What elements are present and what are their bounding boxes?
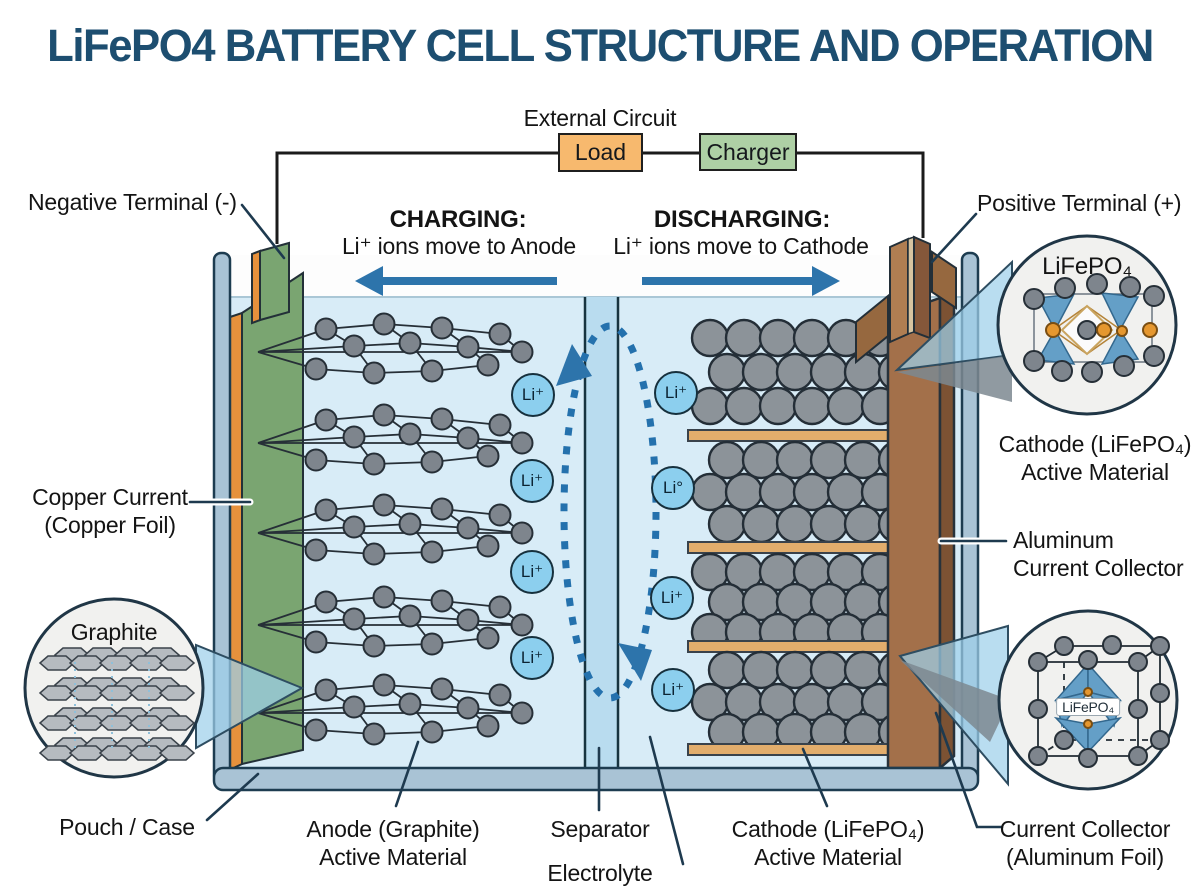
positive-terminal-label: Positive Terminal (+) xyxy=(977,190,1182,216)
li-ion: Li° xyxy=(651,466,695,510)
electrolyte-pointer xyxy=(648,735,685,866)
discharging-arrow xyxy=(642,266,840,296)
external-circuit-label: External Circuit xyxy=(523,105,677,131)
charging-arrow xyxy=(355,266,557,296)
li-ion: Li⁺ xyxy=(510,636,554,680)
charging-text: Li⁺ ions move to Anode xyxy=(341,233,577,259)
cathode-bar xyxy=(687,541,893,554)
negative-terminal-pointer xyxy=(240,203,286,260)
li-ion: Li⁺ xyxy=(510,459,554,503)
pouch-case-pointer xyxy=(205,772,260,822)
li-ion: Li⁺ xyxy=(510,550,554,594)
aluminum-right-label: Aluminum Current Collector xyxy=(1013,527,1184,582)
copper-current-label: Copper Current (Copper Foil) xyxy=(32,484,188,539)
negative-terminal-label: Negative Terminal (-) xyxy=(28,189,237,215)
li-ion: Li⁺ xyxy=(654,371,698,415)
anode-assembly xyxy=(226,271,534,773)
charger-box: Charger xyxy=(699,133,797,171)
circuit-wire xyxy=(275,151,925,244)
cathode-right-label: Cathode (LiFePO₄) Active Material xyxy=(998,431,1192,486)
discharging-heading: DISCHARGING: xyxy=(653,206,831,233)
cathode-bar xyxy=(687,743,893,756)
charging-heading: CHARGING: xyxy=(389,206,527,233)
lifepo4-bottom-inset-title: LiFePO₄ xyxy=(1056,690,1120,718)
lifepo4-crystal-inset-top xyxy=(996,234,1178,416)
pouch-case-label: Pouch / Case xyxy=(59,814,195,840)
anode-label: Anode (Graphite) Active Material xyxy=(306,816,480,871)
lifepo4-top-inset-title: LiFePO₄ xyxy=(1042,253,1132,280)
cathode-bar xyxy=(687,640,893,653)
positive-terminal-pointer xyxy=(930,212,978,264)
li-ion: Li⁺ xyxy=(651,668,695,712)
li-ion: Li⁺ xyxy=(650,576,694,620)
positive-terminal-tab xyxy=(855,235,957,365)
electrolyte-label: Electrolyte xyxy=(547,860,653,886)
ion-flow-arrowhead-down xyxy=(618,643,652,681)
li-ion: Li⁺ xyxy=(511,373,555,417)
cathode-bottom-label: Cathode (LiFePO₄) Active Material xyxy=(731,816,925,871)
page-title: LiFePO4 BATTERY CELL STRUCTURE AND OPERA… xyxy=(47,20,1154,71)
current-collector-pointer xyxy=(934,711,1004,829)
cathode-bottom-pointer xyxy=(801,747,829,808)
graphite-inset xyxy=(23,597,205,779)
cathode-bar xyxy=(687,429,893,442)
current-collector-bottom-label: Current Collector (Aluminum Foil) xyxy=(999,816,1171,871)
graphite-inset-title: Graphite xyxy=(70,619,158,645)
discharging-text: Li⁺ ions move to Cathode xyxy=(613,233,869,259)
negative-terminal-tab xyxy=(251,241,290,325)
pointer-lines xyxy=(186,203,1010,866)
anode-pointer xyxy=(394,740,420,808)
load-box: Load xyxy=(558,133,643,172)
ion-flow-arrowhead-up xyxy=(556,344,592,386)
case-bottom xyxy=(212,766,980,792)
separator-label: Separator xyxy=(550,816,650,842)
ion-flow-loop xyxy=(556,322,660,702)
